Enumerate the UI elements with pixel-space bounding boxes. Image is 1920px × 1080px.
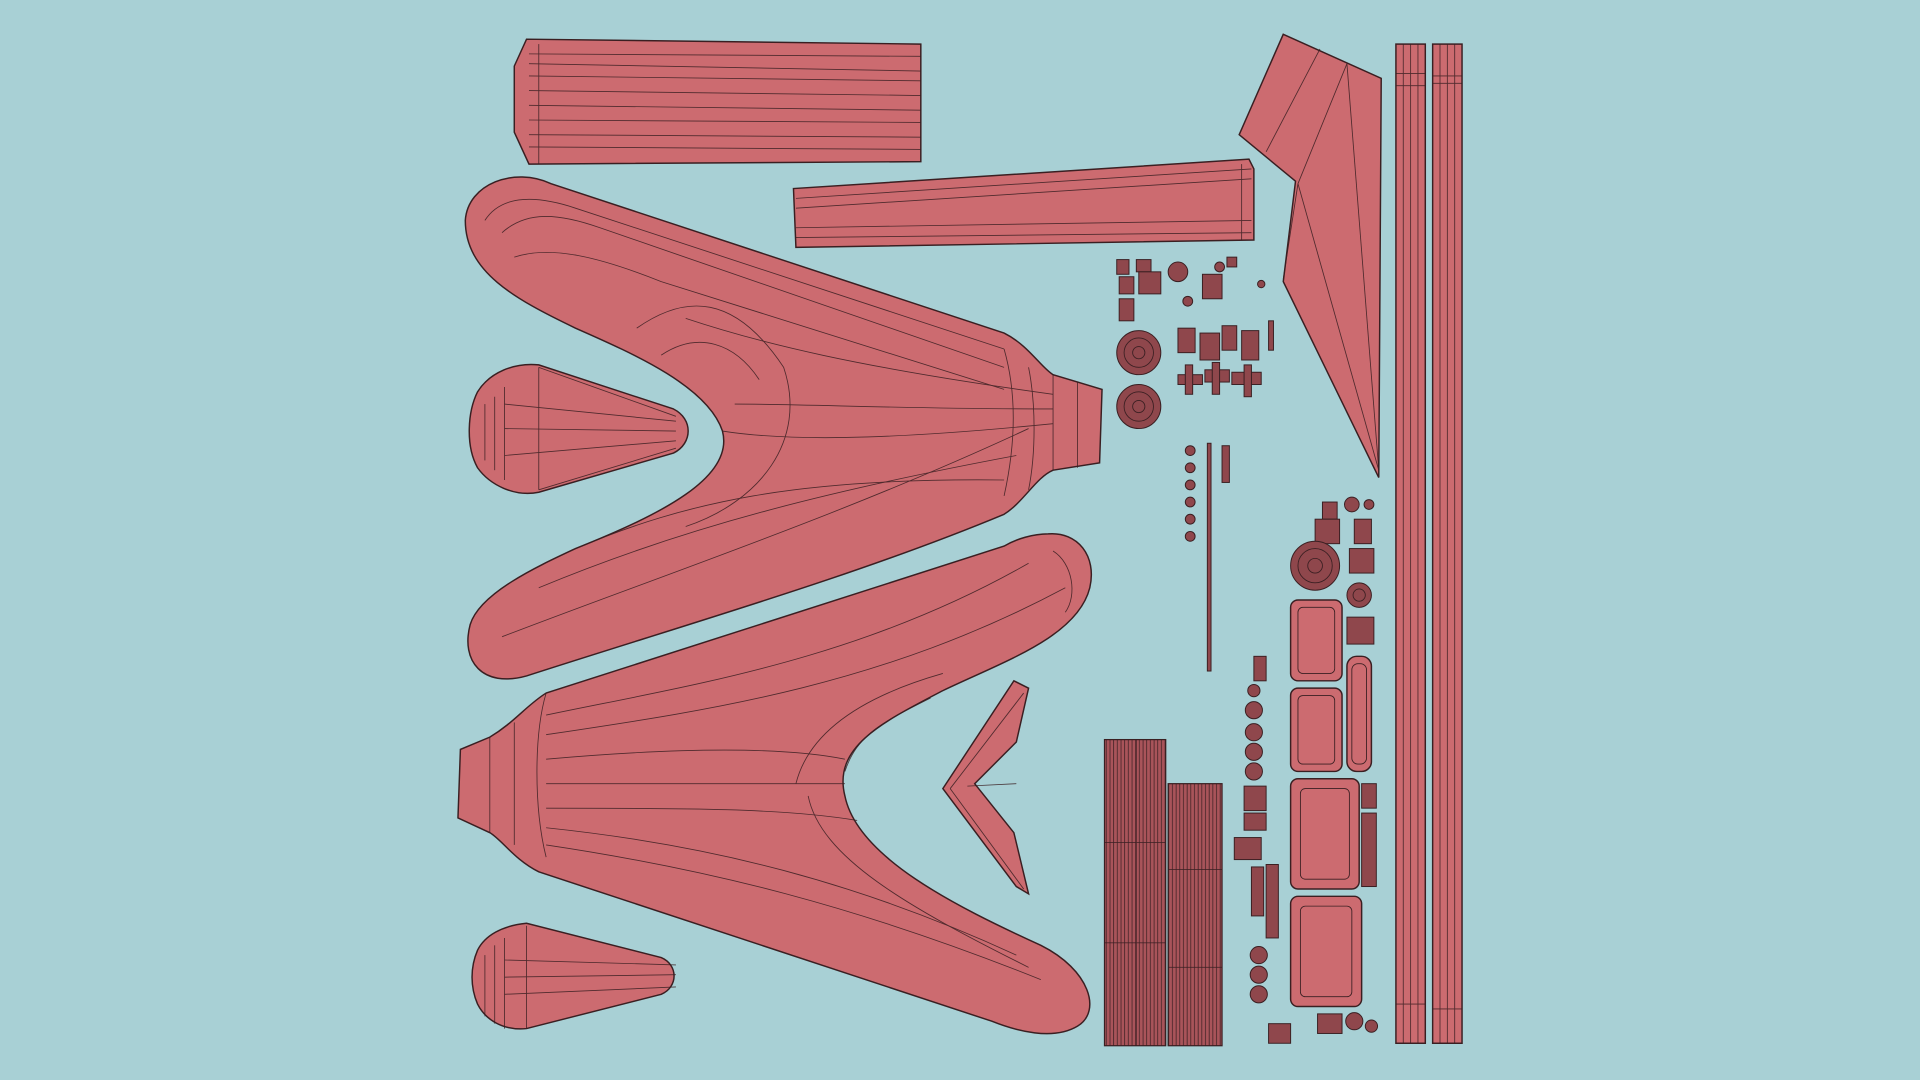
uv-island-rail-right[interactable]: [1431, 43, 1463, 1044]
uv-island-nose-upper[interactable]: [468, 363, 689, 494]
uv-small-parts-upper[interactable]: [1116, 256, 1274, 430]
uv-island-dense-strips[interactable]: [1103, 738, 1223, 1047]
uv-island-fuselage-upper[interactable]: [464, 176, 1103, 680]
uv-island-nose-lower[interactable]: [471, 922, 676, 1030]
uv-island-chevron[interactable]: [941, 679, 1030, 896]
uv-island-wing-strip[interactable]: [792, 158, 1255, 249]
uv-small-parts-right[interactable]: [1268, 496, 1379, 1044]
uv-small-parts-rings[interactable]: [1233, 655, 1279, 1004]
uv-island-tail-fin[interactable]: [1238, 33, 1382, 478]
uv-island-top-strip[interactable]: [513, 38, 922, 165]
uv-island-rail-left[interactable]: [1395, 43, 1427, 1044]
uv-island-fuselage-lower[interactable]: [457, 533, 1092, 1035]
uv-small-parts-bolts[interactable]: [1184, 442, 1230, 672]
